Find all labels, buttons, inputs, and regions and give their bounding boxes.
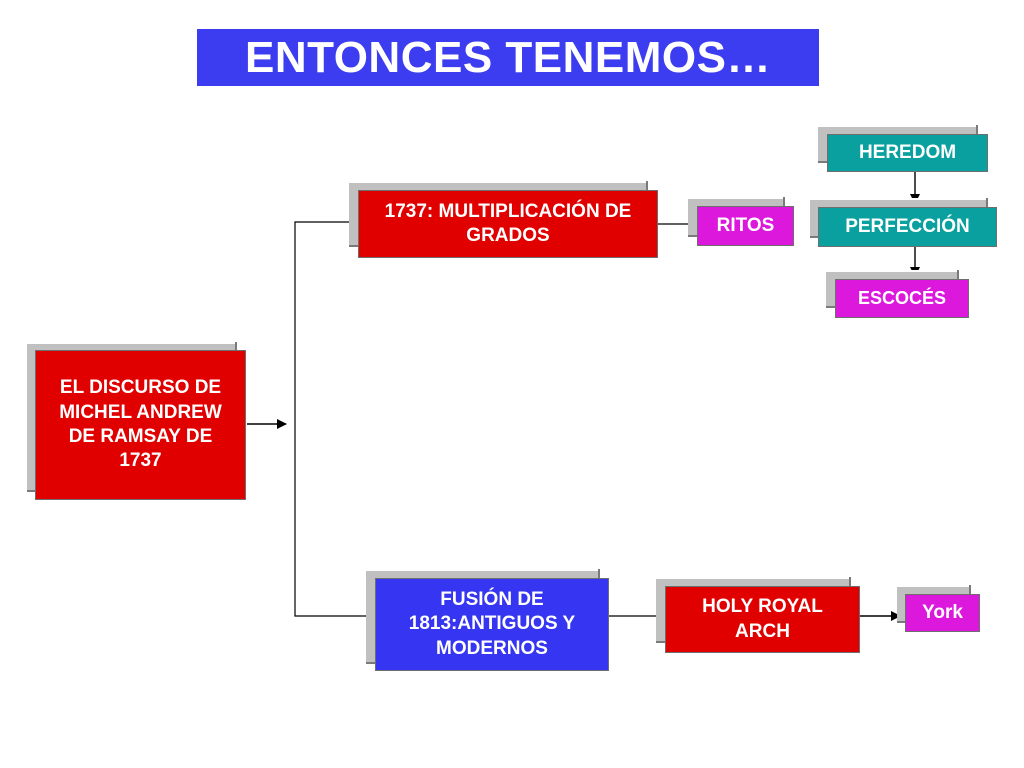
- node-heredom: HEREDOM: [827, 134, 988, 172]
- node-fusion-1813: FUSIÓN DE 1813:ANTIGUOS Y MODERNOS: [375, 578, 609, 671]
- node-escoces: ESCOCÉS: [835, 279, 969, 318]
- node-multiplicacion-grados: 1737: MULTIPLICACIÓN DE GRADOS: [358, 190, 658, 258]
- diagram-title: ENTONCES TENEMOS…: [197, 29, 819, 86]
- node-ritos: RITOS: [697, 206, 794, 246]
- node-york: York: [905, 594, 980, 632]
- bracket-line: [294, 221, 368, 617]
- node-perfeccion: PERFECCIÓN: [818, 207, 997, 247]
- node-holy-royal-arch: HOLY ROYAL ARCH: [665, 586, 860, 653]
- node-discurso-ramsay: EL DISCURSO DE MICHEL ANDREW DE RAMSAY D…: [35, 350, 246, 500]
